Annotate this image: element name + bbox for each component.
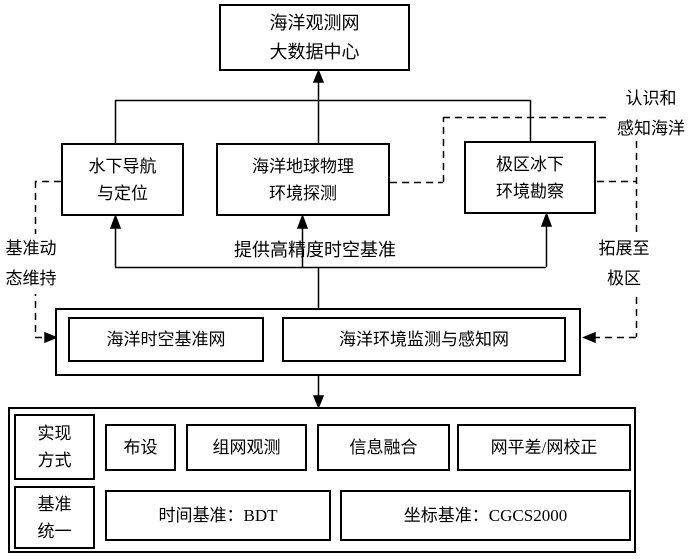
annotation-perceive-ocean: 认识和 感知海洋: [605, 84, 697, 144]
node-env-monitor-network: 海洋环境监测与感知网: [282, 317, 566, 362]
datum-item-coord-cgcs2000: 坐标基准：CGCS2000: [340, 490, 631, 541]
impl-method-header-line2: 方式: [37, 451, 72, 470]
annotation-perceive-ocean-line1: 认识和: [625, 89, 677, 108]
node-polar-survey-line2: 环境勘察: [496, 181, 564, 201]
impl-method-header: 实现 方式: [14, 414, 95, 480]
impl-item-net-adjustment: 网平差/网校正: [457, 424, 631, 471]
datum-unify-header-line2: 统一: [37, 521, 72, 541]
node-polar-survey-line1: 极区冰下: [496, 154, 564, 174]
annotation-extend-to-polar-line1: 拓展至: [598, 239, 650, 258]
annotation-provide-datum: 提供高精度时空基准: [234, 240, 396, 260]
node-underwater-navigation-line1: 水下导航: [88, 156, 157, 176]
node-data-center: 海洋观测网 大数据中心: [219, 4, 410, 71]
node-data-center-line1: 海洋观测网: [269, 12, 360, 33]
node-underwater-navigation-line2: 与定位: [97, 183, 148, 203]
impl-method-header-line1: 实现: [37, 424, 72, 443]
arrowhead-into-left-box: [109, 213, 122, 229]
node-geophysics-detection: 海洋地球物理 环境探测: [216, 143, 390, 216]
node-data-center-line2: 大数据中心: [269, 41, 360, 62]
node-underwater-navigation: 水下导航 与定位: [61, 143, 184, 216]
annotation-perceive-ocean-line2: 感知海洋: [617, 119, 685, 138]
node-polar-survey: 极区冰下 环境勘察: [464, 141, 596, 214]
arrowhead-into-bottom-panel: [312, 395, 325, 409]
arrowhead-into-data-center: [312, 69, 325, 83]
annotation-extend-to-polar-line2: 极区: [607, 269, 641, 288]
arrowhead-into-center-box: [296, 213, 309, 229]
arrowhead-into-right-box: [540, 211, 553, 227]
annotation-datum-dynamic-line2: 态维持: [5, 269, 57, 288]
node-spacetime-datum-network: 海洋时空基准网: [68, 317, 264, 362]
annotation-datum-dynamic-line1: 基准动: [5, 239, 57, 258]
impl-item-deployment: 布设: [105, 424, 176, 471]
datum-unify-header-line1: 基准: [37, 494, 72, 514]
node-geophysics-detection-line1: 海洋地球物理: [252, 156, 354, 176]
datum-unify-header: 基准 统一: [14, 486, 95, 549]
impl-item-network-observation: 组网观测: [186, 424, 307, 471]
datum-item-time-bdt: 时间基准：BDT: [105, 490, 331, 541]
impl-item-info-fusion: 信息融合: [317, 424, 450, 471]
dashed-arrowhead-into-container-left: [44, 331, 58, 344]
node-geophysics-detection-line2: 环境探测: [269, 183, 337, 203]
dashed-arrowhead-into-container-right: [582, 331, 596, 344]
annotation-datum-dynamic-maintenance: 基准动 态维持: [2, 234, 60, 294]
annotation-extend-to-polar: 拓展至 极区: [588, 234, 660, 294]
